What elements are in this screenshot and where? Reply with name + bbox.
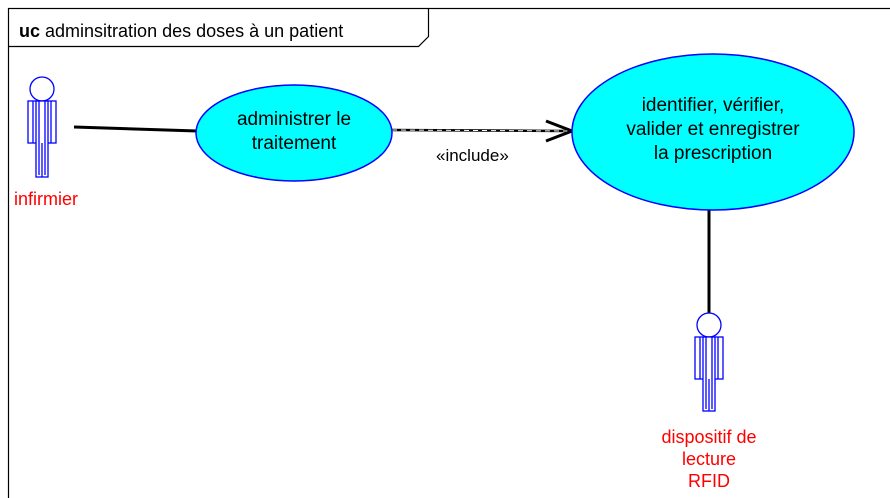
diagram-frame [7,7,890,498]
actor-infirmier-label: infirmier [13,189,78,209]
use-case-administrer [195,84,393,182]
use-case-administrer-label: administrer le traitement [236,109,352,154]
actor-rfid-icon [694,312,724,412]
frame-title-text: adminsitration des doses à un patient [45,21,344,41]
use-case-identifier [571,53,855,211]
include-stereotype-label: «include» [436,146,509,165]
include-relation [391,119,577,143]
association-infirmier [73,125,198,133]
frame-title-tab [8,8,430,48]
actor-rfid-label: dispositif de lecture RFID [661,427,757,491]
frame-title: uc adminsitration des doses à un patient [19,21,343,42]
frame-keyword: uc [19,21,41,41]
use-case-identifier-label: identifier, vérifier, valider et enregis… [626,95,800,164]
actor-infirmier-icon [27,76,57,178]
